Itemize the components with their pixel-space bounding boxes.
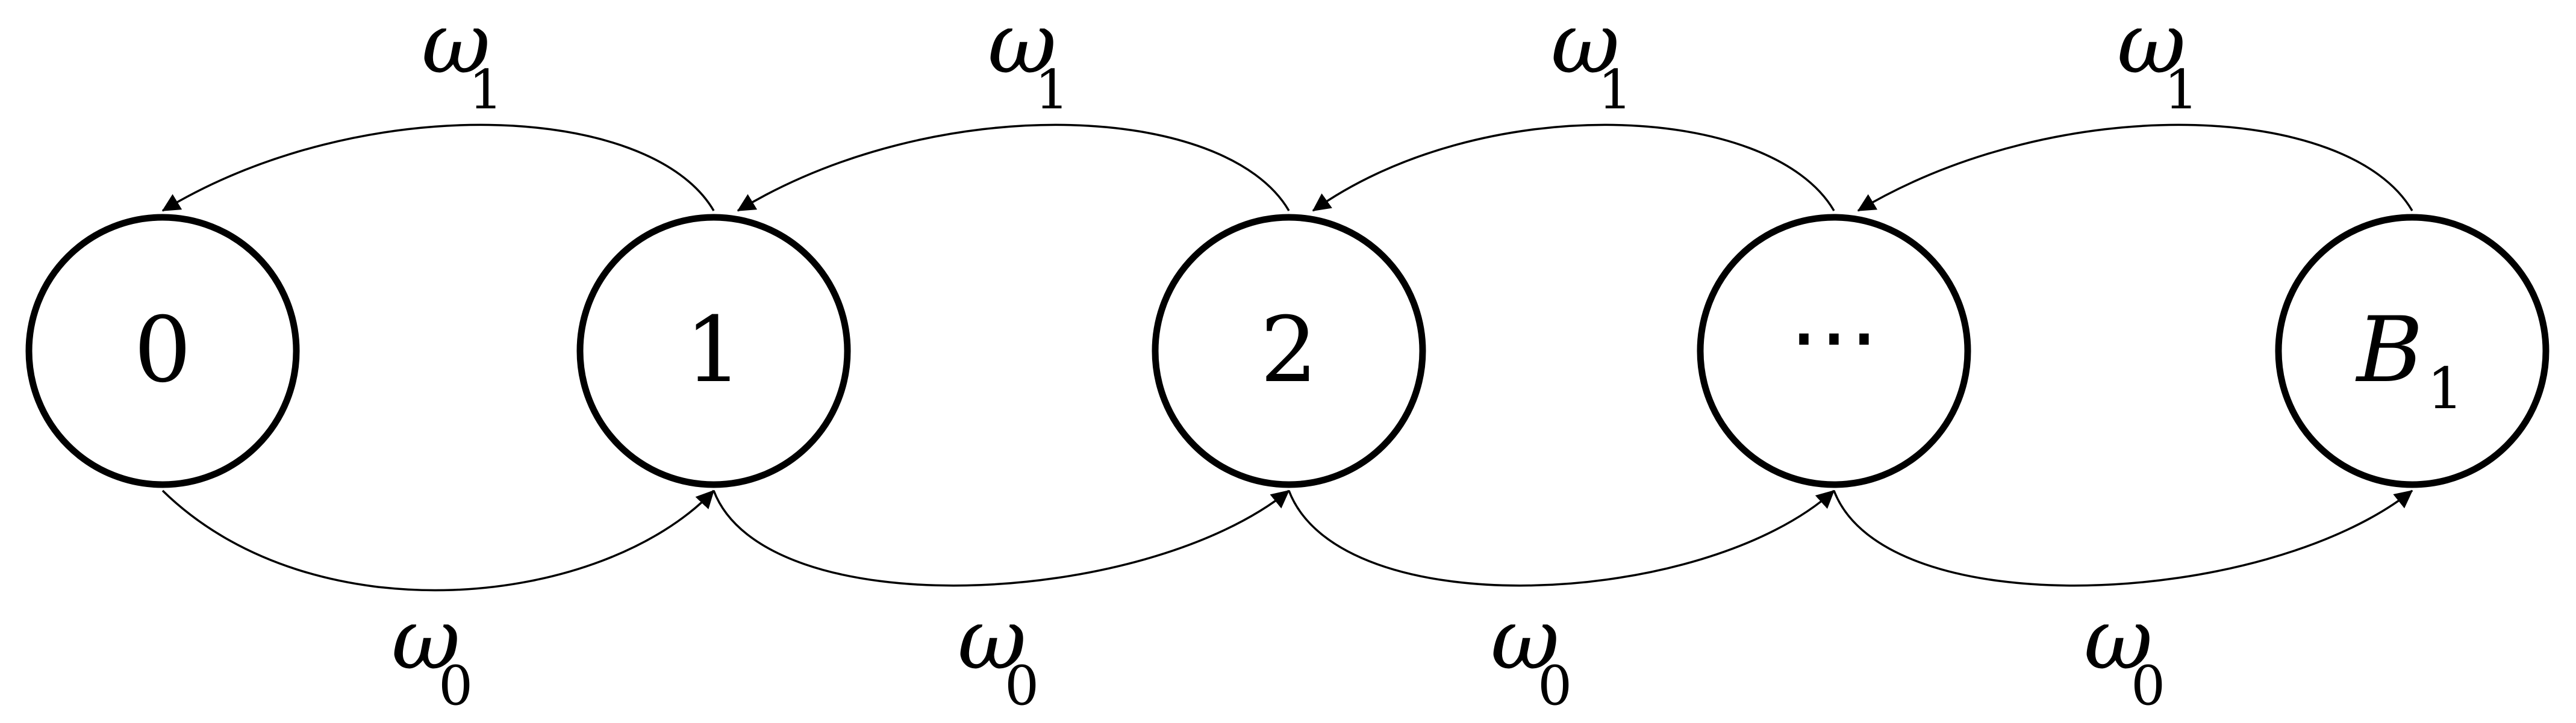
edge-label-bottom-3: ω 0	[1491, 591, 1572, 718]
state-label: B	[2355, 298, 2423, 403]
omega-subscript: 0	[1538, 654, 1572, 718]
omega-symbol: ω	[422, 0, 490, 93]
omega-symbol: ω	[988, 0, 1056, 93]
backward-edges	[161, 123, 2413, 212]
edge-label-top-4: ω 1	[2117, 0, 2198, 122]
state-node-B1: B 1	[2275, 214, 2549, 488]
omega-symbol: ω	[1551, 0, 1620, 93]
edge-dots-to-B1	[1833, 489, 2413, 587]
edge-2-to-dots	[1288, 489, 1835, 587]
edge-0-to-1	[161, 489, 715, 592]
state-node-2: 2	[1152, 214, 1426, 488]
omega-subscript: 1	[2164, 58, 2198, 122]
forward-edges	[161, 489, 2413, 592]
omega-subscript: 0	[1005, 654, 1039, 718]
omega-symbol: ω	[958, 591, 1026, 689]
state-node-dots: ⋯	[1697, 214, 1971, 488]
omega-symbol: ω	[391, 591, 460, 689]
omega-subscript: 0	[2131, 654, 2165, 718]
omega-subscript: 1	[469, 58, 503, 122]
omega-subscript: 1	[1035, 58, 1069, 122]
state-node-1: 1	[576, 214, 851, 488]
omega-symbol: ω	[2084, 591, 2153, 689]
state-label: 0	[134, 298, 191, 403]
omega-symbol: ω	[1491, 591, 1559, 689]
edge-2-to-1	[737, 123, 1290, 212]
omega-symbol: ω	[2117, 0, 2186, 93]
edge-label-top-1: ω 1	[422, 0, 503, 122]
edge-1-to-2	[713, 489, 1290, 587]
edge-label-bottom-2: ω 0	[958, 591, 1039, 718]
edge-label-top-2: ω 1	[988, 0, 1069, 122]
edge-1-to-0	[161, 123, 715, 212]
edge-label-bottom-4: ω 0	[2084, 591, 2165, 718]
state-label: 2	[1260, 298, 1317, 403]
edge-B1-to-dots	[1857, 123, 2413, 212]
omega-subscript: 0	[438, 654, 473, 718]
edge-dots-to-2	[1312, 123, 1835, 212]
edge-label-bottom-1: ω 0	[391, 591, 473, 718]
edge-label-top-3: ω 1	[1551, 0, 1632, 122]
state-node-0: 0	[25, 214, 300, 488]
state-subscript: 1	[2427, 356, 2463, 422]
state-label: 1	[685, 298, 742, 403]
omega-subscript: 1	[1598, 58, 1632, 122]
state-label: ⋯	[1789, 284, 1879, 389]
